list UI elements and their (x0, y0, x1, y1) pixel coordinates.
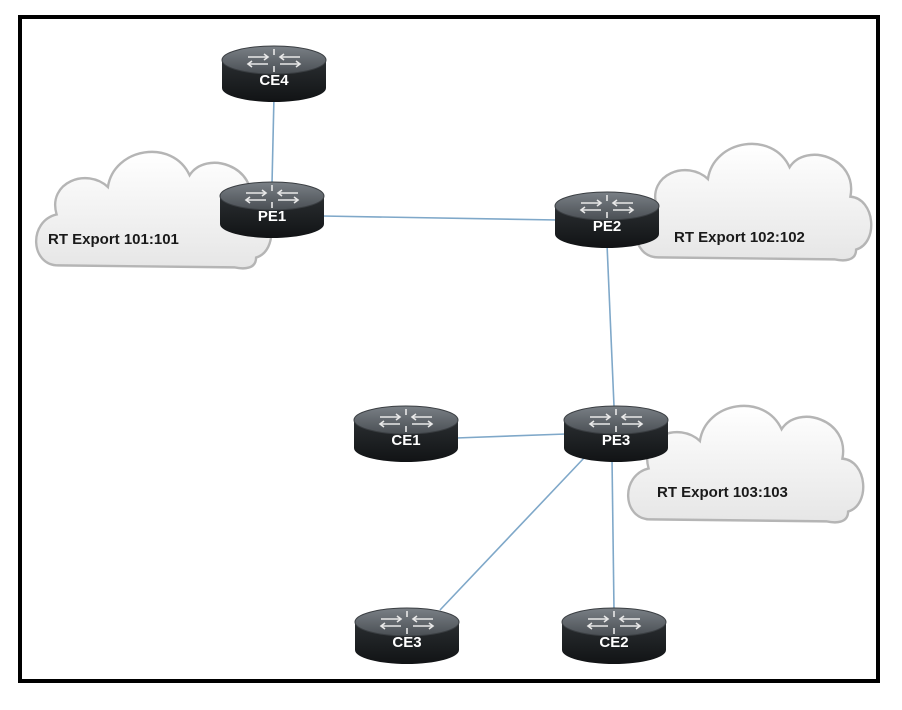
cloud-label-102: RT Export 102:102 (674, 229, 805, 246)
router-icon (579, 195, 635, 218)
link-pe3-ce3 (439, 457, 585, 611)
router-pe2[interactable]: PE2 (554, 191, 660, 248)
link-pe1-pe2 (321, 215, 559, 221)
router-icon (378, 409, 434, 432)
router-icon (588, 409, 644, 432)
router-label-ce2: CE2 (599, 634, 628, 651)
router-icon (244, 185, 300, 208)
router-icon (379, 611, 435, 634)
router-label-ce4: CE4 (259, 72, 289, 89)
links-layer (271, 95, 615, 611)
router-icon (246, 49, 302, 72)
router-icon (586, 611, 642, 634)
diagram-frame (18, 15, 880, 683)
router-label-pe1: PE1 (258, 208, 286, 225)
link-ce1-pe3 (455, 433, 567, 439)
router-pe3[interactable]: PE3 (563, 405, 669, 462)
router-label-ce1: CE1 (391, 432, 420, 449)
router-ce4[interactable]: CE4 (221, 45, 327, 102)
router-label-ce3: CE3 (392, 634, 421, 651)
router-ce3[interactable]: CE3 (354, 607, 460, 664)
router-label-pe3: PE3 (602, 432, 630, 449)
cloud-label-103: RT Export 103:103 (657, 484, 788, 501)
link-pe3-ce2 (611, 457, 615, 611)
link-pe2-pe3 (606, 243, 615, 407)
router-label-pe2: PE2 (593, 218, 621, 235)
cloud-103 (627, 404, 865, 524)
cloud-label-101: RT Export 101:101 (48, 231, 179, 248)
link-ce4-pe1 (271, 95, 275, 185)
router-ce2[interactable]: CE2 (561, 607, 667, 664)
cloud-101 (35, 150, 273, 270)
router-pe1[interactable]: PE1 (219, 181, 325, 238)
router-ce1[interactable]: CE1 (353, 405, 459, 462)
